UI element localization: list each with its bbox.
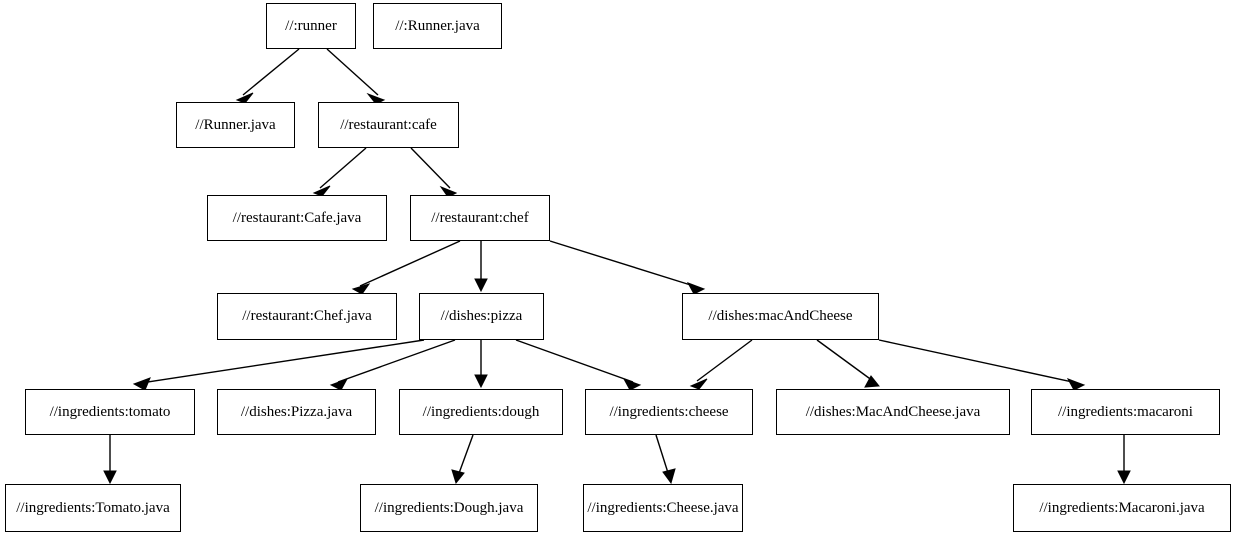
edge-line (696, 339, 753, 382)
graph-node-label: //ingredients:Dough.java (374, 499, 524, 516)
edge-arrowhead-icon (474, 278, 488, 293)
graph-node-runner[interactable]: //:runner (266, 3, 356, 49)
graph-node-label: //ingredients:tomato (49, 403, 171, 420)
graph-node-runner_java[interactable]: //Runner.java (176, 102, 295, 148)
graph-edge-dishes_pizza-to-ing_cheese (515, 339, 642, 391)
graph-node-label: //ingredients:Tomato.java (16, 499, 170, 516)
graph-edge-dishes_pizza-to-ing_dough (474, 340, 488, 389)
edge-line (878, 339, 1078, 384)
graph-edge-dishes_pizza-to-ing_tomato (132, 339, 425, 391)
graph-edge-restaurant_chef-to-dishes_pizza (474, 241, 488, 293)
graph-edge-restaurant_chef-to-dishes_macandcheese (549, 240, 706, 295)
edge-line (816, 339, 874, 382)
graph-edge-ing_cheese-to-ing_cheese_java (655, 434, 676, 485)
edge-line (515, 339, 634, 383)
graph-node-ing_macaroni_java[interactable]: //ingredients:Macaroni.java (1013, 484, 1231, 532)
graph-node-label: //:runner (285, 17, 337, 34)
graph-node-dishes_pizza[interactable]: //dishes:pizza (419, 293, 544, 340)
edge-line (655, 434, 670, 477)
graph-node-label: //restaurant:cafe (340, 116, 437, 133)
graph-node-label: //restaurant:Cafe.java (232, 209, 362, 226)
graph-node-restaurant_chef[interactable]: //restaurant:chef (410, 195, 550, 241)
graph-node-ing_tomato[interactable]: //ingredients:tomato (25, 389, 195, 435)
graph-edge-restaurant_cafe-to-restaurant_chef (410, 147, 458, 198)
edge-arrowhead-icon (864, 375, 880, 388)
edge-arrowhead-icon (474, 374, 488, 389)
graph-edge-restaurant_chef-to-restaurant_chef_java (351, 240, 461, 295)
edge-line (140, 339, 425, 384)
graph-edge-runner-to-restaurant_cafe (326, 48, 386, 105)
edge-line (359, 240, 461, 287)
edge-arrowhead-icon (662, 468, 676, 485)
graph-node-label: //dishes:MacAndCheese.java (805, 403, 981, 420)
edge-line (337, 339, 456, 383)
graph-edge-restaurant_cafe-to-restaurant_cafe_java (312, 147, 367, 197)
edge-line (242, 48, 300, 96)
graph-node-label: //Runner.java (195, 116, 276, 133)
edge-arrowhead-icon (689, 378, 708, 390)
graph-edge-dishes_macandcheese-to-dishes_mac_java (816, 339, 880, 388)
graph-edge-ing_macaroni-to-ing_macaroni_java (1117, 435, 1131, 485)
edge-line (319, 147, 367, 189)
edge-arrowhead-icon (1117, 470, 1131, 485)
graph-node-label: //dishes:macAndCheese (708, 308, 853, 324)
graph-edge-dishes_pizza-to-dishes_pizza_java (329, 339, 456, 391)
graph-node-label: //ingredients:macaroni (1058, 403, 1193, 420)
graph-edge-ing_tomato-to-ing_tomato_java (103, 435, 117, 485)
graph-node-ing_macaroni[interactable]: //ingredients:macaroni (1031, 389, 1220, 435)
graph-node-label: //ingredients:dough (422, 403, 540, 420)
graph-node-root_runner_java[interactable]: //:Runner.java (373, 3, 502, 49)
graph-edge-ing_dough-to-ing_dough_java (451, 434, 474, 485)
graph-node-ing_tomato_java[interactable]: //ingredients:Tomato.java (5, 484, 181, 532)
graph-node-restaurant_cafe_java[interactable]: //restaurant:Cafe.java (207, 195, 387, 241)
graph-node-label: //restaurant:chef (431, 209, 529, 226)
edge-line (457, 434, 474, 477)
graph-node-label: //ingredients:cheese (609, 403, 729, 420)
edge-line (410, 147, 451, 189)
edge-arrowhead-icon (451, 469, 465, 485)
graph-node-ing_cheese_java[interactable]: //ingredients:Cheese.java (583, 484, 743, 532)
graph-node-ing_cheese[interactable]: //ingredients:cheese (585, 389, 753, 435)
graph-edge-dishes_macandcheese-to-ing_cheese (689, 339, 753, 390)
graph-node-dishes_pizza_java[interactable]: //dishes:Pizza.java (217, 389, 376, 435)
graph-node-dishes_macandcheese[interactable]: //dishes:macAndCheese (682, 293, 879, 340)
graph-edge-dishes_macandcheese-to-ing_macaroni (878, 339, 1086, 391)
graph-node-label: //dishes:Pizza.java (240, 403, 353, 420)
graph-node-restaurant_cafe[interactable]: //restaurant:cafe (318, 102, 459, 148)
graph-node-label: //ingredients:Cheese.java (587, 499, 739, 516)
edge-arrowhead-icon (103, 470, 117, 485)
graph-edge-runner-to-runner_java (235, 48, 300, 104)
graph-node-restaurant_chef_java[interactable]: //restaurant:Chef.java (217, 293, 397, 340)
edge-line (549, 240, 698, 288)
graph-node-dishes_mac_java[interactable]: //dishes:MacAndCheese.java (776, 389, 1010, 435)
graph-node-label: //ingredients:Macaroni.java (1039, 499, 1205, 516)
graph-node-label: //restaurant:Chef.java (242, 308, 372, 324)
graph-node-label: //dishes:pizza (440, 308, 523, 324)
edge-line (326, 48, 379, 96)
graph-node-ing_dough[interactable]: //ingredients:dough (399, 389, 563, 435)
graph-node-ing_dough_java[interactable]: //ingredients:Dough.java (360, 484, 538, 532)
graph-node-label: //:Runner.java (395, 17, 480, 34)
